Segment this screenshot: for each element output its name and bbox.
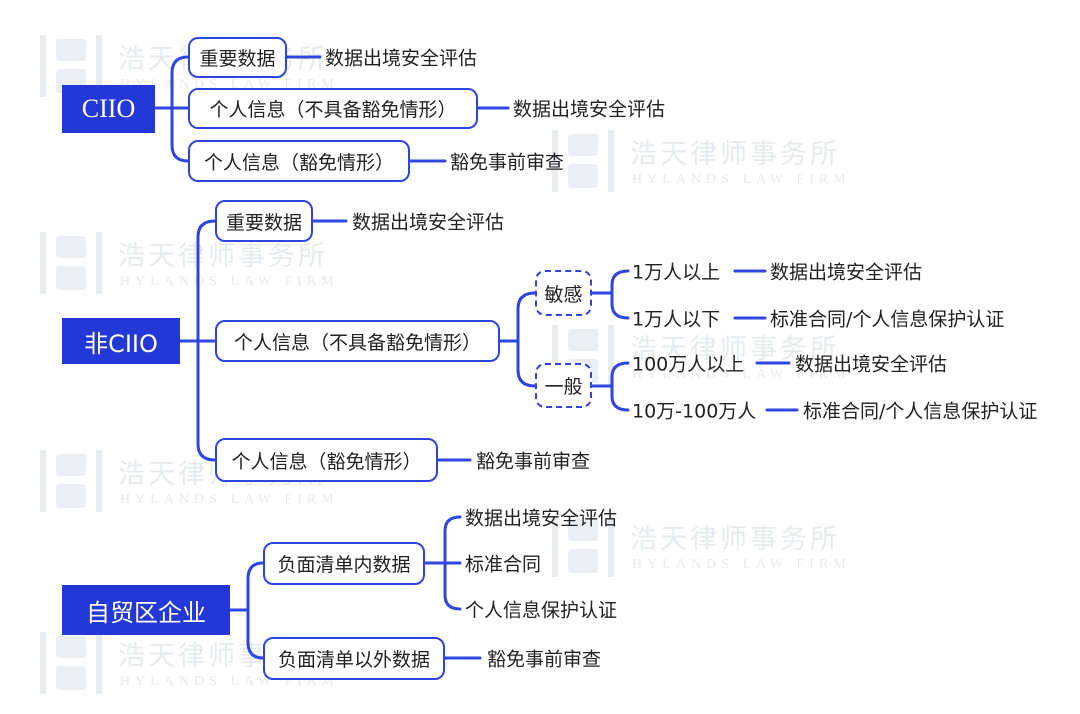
leaf-ciio-personal-nonexempt-result: 数据出境安全评估	[513, 98, 666, 121]
leaf-sensitive-below-result: 标准合同/个人信息保护认证	[770, 308, 1005, 331]
root-non-ciio: 非CIIO	[62, 318, 180, 364]
watermark-en: HYLANDS LAW FIRM	[120, 492, 339, 507]
watermark-logo-icon	[552, 130, 614, 192]
node-sensitive: 敏感	[535, 270, 592, 316]
watermark: 浩天律师事务所 HYLANDS LAW FIRM	[40, 232, 360, 298]
watermark-logo-icon	[40, 232, 102, 294]
leaf-nonciio-important-result: 数据出境安全评估	[352, 211, 505, 234]
leaf-negative-in-result: 标准合同	[465, 553, 542, 576]
watermark-cn: 浩天律师事务所	[630, 334, 840, 365]
root-ftz: 自贸区企业	[62, 585, 230, 635]
node-ciio-personal-exempt: 个人信息（豁免情形）	[188, 140, 410, 182]
watermark-en: HYLANDS LAW FIRM	[632, 367, 851, 382]
leaf-ciio-personal-exempt-result: 豁免事前审查	[450, 151, 565, 174]
leaf-general-range-result: 标准合同/个人信息保护认证	[803, 400, 1038, 423]
leaf-sensitive-above: 1万人以上	[632, 261, 721, 284]
watermark-en: HYLANDS LAW FIRM	[120, 274, 339, 289]
leaf-general-range: 10万-100万人	[632, 400, 757, 423]
watermark-cn: 浩天律师事务所	[630, 139, 840, 170]
leaf-general-above: 100万人以上	[632, 353, 745, 376]
node-nonciio-personal-exempt: 个人信息（豁免情形）	[215, 438, 438, 482]
leaf-negative-in-result: 个人信息保护认证	[465, 599, 618, 622]
leaf-nonciio-personal-exempt-result: 豁免事前审查	[476, 450, 591, 473]
leaf-sensitive-above-result: 数据出境安全评估	[770, 261, 923, 284]
watermark: 浩天律师事务所 HYLANDS LAW FIRM	[552, 325, 872, 391]
watermark-cn: 浩天律师事务所	[118, 241, 328, 272]
leaf-general-above-result: 数据出境安全评估	[795, 353, 948, 376]
node-nonciio-important-data: 重要数据	[215, 200, 313, 242]
node-nonciio-personal-nonexempt: 个人信息（不具备豁免情形）	[215, 320, 500, 362]
node-general: 一般	[535, 363, 592, 408]
watermark-en: HYLANDS LAW FIRM	[632, 557, 851, 572]
watermark-logo-icon	[40, 632, 102, 694]
watermark: 浩天律师事务所 HYLANDS LAW FIRM	[552, 515, 872, 581]
watermark-logo-icon	[40, 450, 102, 512]
leaf-ciio-important-result: 数据出境安全评估	[325, 47, 478, 70]
watermark-en: HYLANDS LAW FIRM	[632, 172, 851, 187]
watermark-logo-icon	[552, 515, 614, 577]
leaf-negative-out-result: 豁免事前审查	[487, 648, 602, 671]
watermark-cn: 浩天律师事务所	[630, 524, 840, 555]
node-negative-list-in: 负面清单内数据	[263, 542, 425, 585]
watermark: 浩天律师事务所 HYLANDS LAW FIRM	[552, 130, 872, 196]
node-ciio-important-data: 重要数据	[188, 37, 287, 78]
leaf-sensitive-below: 1万人以下	[632, 308, 721, 331]
node-negative-list-out: 负面清单以外数据	[263, 637, 445, 680]
leaf-negative-in-result: 数据出境安全评估	[465, 507, 618, 530]
node-ciio-personal-nonexempt: 个人信息（不具备豁免情形）	[188, 88, 478, 129]
root-ciio: CIIO	[62, 85, 155, 133]
